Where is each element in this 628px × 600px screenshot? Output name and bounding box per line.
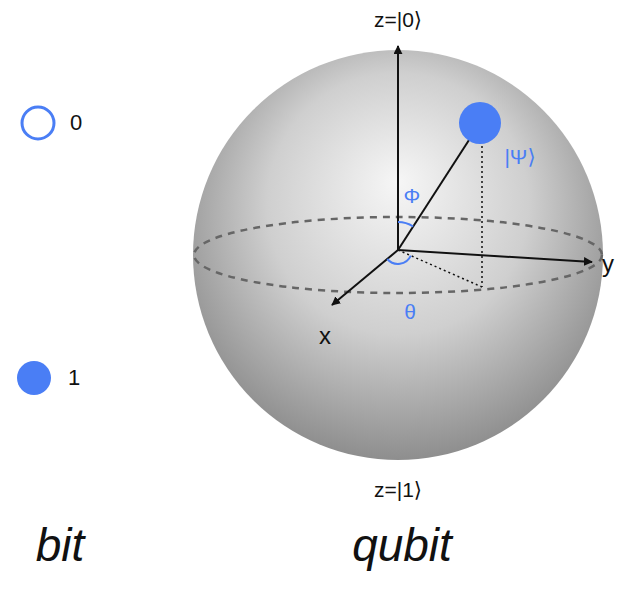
bit-value: 1 (68, 366, 80, 390)
axis-label: z=|0⟩ (374, 8, 422, 31)
x-axis (332, 250, 398, 305)
axis-label: z=|1⟩ (374, 478, 422, 501)
state-point (459, 102, 501, 144)
bit-one-circle (17, 361, 51, 395)
state-vector (398, 123, 480, 250)
bit-zero-circle (22, 107, 54, 139)
caption-word: bit (36, 520, 85, 571)
bit-value: 0 (70, 111, 82, 135)
projection-line (398, 250, 482, 287)
angle-label: Φ (404, 184, 421, 207)
state-label: |Ψ⟩ (504, 145, 535, 168)
axis-label: y (602, 251, 614, 277)
angle-label: θ (404, 300, 416, 323)
theta-arc (387, 256, 411, 264)
z-axis (397, 46, 399, 250)
y-axis (398, 250, 592, 262)
projection-drop (481, 146, 483, 287)
phi-arc (398, 222, 413, 227)
axis-label: x (319, 323, 331, 349)
caption-word: qubit (352, 520, 452, 571)
